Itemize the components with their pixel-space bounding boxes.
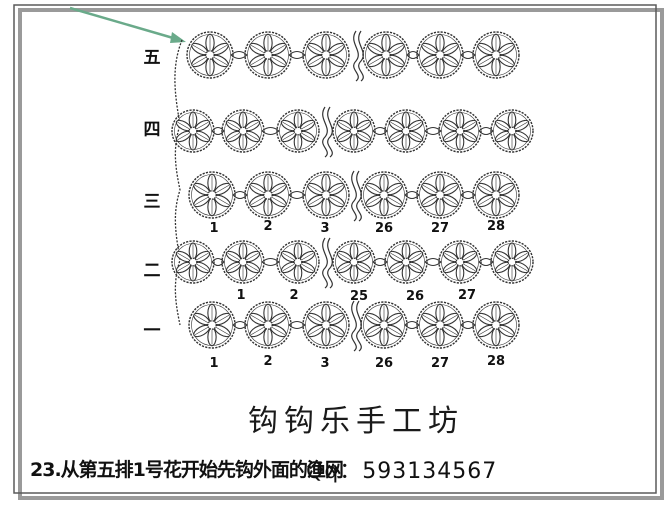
chain-link [478,258,494,266]
row-label-5: 五 [143,48,161,68]
flower-motif-icon [438,240,482,284]
chain-link [460,321,476,329]
flower-motif-icon [302,171,350,219]
row-label-1: 一 [143,321,161,341]
flower-motif-icon [302,31,350,79]
flower-motif-icon [276,109,320,153]
flower-motif-icon [438,109,482,153]
qq-contact: Qq：593134567 [306,459,498,484]
flower-motif-icon [244,31,292,79]
flower-motif-icon [360,171,408,219]
flower-motif-icon [302,301,350,349]
break-mark [322,237,328,289]
chain-link [404,321,420,329]
flower-number: 1 [209,356,219,371]
chain-link [372,258,388,266]
flower-motif-icon [472,301,520,349]
row-label-2: 二 [143,261,161,281]
flower-motif-icon [416,301,464,349]
flower-number: 27 [457,288,477,303]
flower-number: 1 [209,221,219,236]
flower-number: 2 [289,288,299,303]
flower-number: 26 [374,221,394,236]
chain-link [261,127,280,135]
chain-link [460,51,476,59]
flower-motif-icon [416,31,464,79]
chain-link [460,191,476,199]
flower-motif-icon [171,109,215,153]
flower-number: 3 [320,356,330,371]
chain-link [230,51,248,59]
chain-link [232,321,248,329]
flower-number: 25 [349,289,369,304]
flower-number: 26 [405,289,425,304]
chain-link [211,258,225,266]
flower-motif-icon [472,171,520,219]
frame-border [13,4,657,494]
chain-link [261,258,280,266]
chain-link [424,127,442,135]
chain-link [211,127,225,135]
chain-link [288,51,306,59]
flower-number: 26 [374,356,394,371]
chain-link [404,191,420,199]
break-mark [351,300,357,352]
break-mark [351,170,357,222]
chain-link [372,127,388,135]
flower-motif-icon [384,109,428,153]
flower-number: 28 [486,354,506,369]
flower-number: 27 [430,221,450,236]
flower-motif-icon [360,301,408,349]
flower-motif-icon [244,171,292,219]
frame-shadow [18,8,664,500]
flower-motif-icon [416,171,464,219]
chain-link [232,191,248,199]
flower-motif-icon [171,240,215,284]
flower-motif-icon [332,109,376,153]
break-mark [322,106,328,158]
flower-number: 2 [263,354,273,369]
chain-link [288,321,306,329]
studio-title: 钩钩乐手工坊 [248,404,464,439]
flower-motif-icon [188,171,236,219]
row-label-4: 四 [143,120,161,140]
flower-motif-icon [490,240,534,284]
flower-motif-icon [384,240,428,284]
chain-link [478,127,494,135]
row-label-3: 三 [143,192,161,212]
flower-motif-icon [244,301,292,349]
flower-motif-icon [472,31,520,79]
chain-link [406,51,420,59]
flower-motif-icon [186,31,234,79]
chain-link [424,258,442,266]
flower-number: 27 [430,356,450,371]
flower-number: 1 [236,288,246,303]
flower-motif-icon [332,240,376,284]
flower-number: 28 [486,219,506,234]
flower-motif-icon [276,240,320,284]
flower-motif-icon [490,109,534,153]
flower-motif-icon [188,301,236,349]
flower-motif-icon [221,109,265,153]
flower-motif-icon [221,240,265,284]
instruction-text: 23.从第五排1号花开始先钩外面的渔网 [30,459,344,481]
chain-link [288,191,306,199]
flower-motif-icon [362,31,410,79]
flower-number: 3 [320,221,330,236]
flower-number: 2 [263,219,273,234]
break-mark [353,30,359,82]
pointer-arrow-icon [69,6,186,43]
left-chain [174,39,183,326]
